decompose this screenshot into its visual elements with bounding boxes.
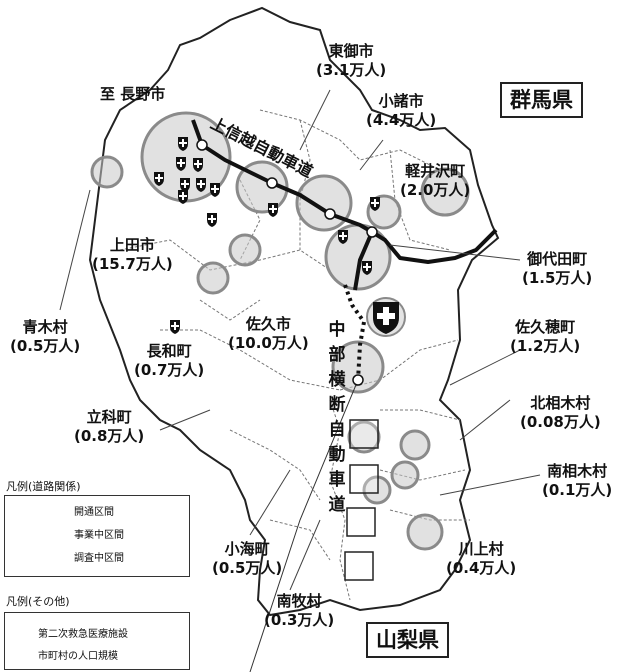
karuizawa-name: 軽井沢町 bbox=[405, 162, 466, 180]
koumi-pop: (0.5万人) bbox=[212, 559, 283, 577]
saku-label: 佐久市(10.0万人) bbox=[228, 315, 309, 353]
nagawa-label: 長和町(0.7万人) bbox=[134, 342, 204, 380]
other-legend-population: 市町村の人口規模 bbox=[38, 651, 118, 662]
hospital-icons bbox=[154, 137, 406, 337]
tateshina-label: 立科町(0.8万人) bbox=[74, 408, 144, 446]
label-leader-lines bbox=[59, 89, 541, 591]
koumi-label: 小海町(0.5万人) bbox=[212, 540, 282, 578]
sakuho-label: 佐久穂町(1.2万人) bbox=[510, 318, 580, 356]
chubu-odan-construction-section bbox=[343, 284, 367, 381]
saku-pop: (10.0万人) bbox=[228, 334, 309, 352]
road-legend-survey: 調査中区間 bbox=[74, 553, 124, 564]
direction-label: 至 長野市 bbox=[100, 85, 166, 103]
aoki-pop: (0.5万人) bbox=[10, 337, 81, 355]
chubu-odan-expressway-label: 中部横断自動車道 bbox=[328, 320, 346, 515]
ueda-name: 上田市 bbox=[109, 236, 155, 254]
saku-name: 佐久市 bbox=[245, 315, 291, 333]
tateshina-pop: (0.8万人) bbox=[74, 427, 145, 445]
kitaaiki-label: 北相木村(0.08万人) bbox=[520, 394, 601, 432]
kawakami-name: 川上村 bbox=[458, 540, 504, 558]
sakuho-name: 佐久穂町 bbox=[515, 318, 576, 336]
road-legend-open: 開通区間 bbox=[74, 507, 114, 518]
miyota-name: 御代田町 bbox=[527, 250, 588, 268]
minamimaki-label: 南牧村(0.3万人) bbox=[264, 592, 334, 630]
nagawa-name: 長和町 bbox=[146, 342, 192, 360]
komoro-pop: (4.4万人) bbox=[366, 111, 437, 129]
minamiaiki-name: 南相木村 bbox=[547, 462, 608, 480]
interchanges bbox=[196, 139, 378, 386]
road-legend-box bbox=[4, 495, 190, 577]
kitaaiki-pop: (0.08万人) bbox=[520, 413, 601, 431]
minamiaiki-pop: (0.1万人) bbox=[542, 481, 613, 499]
aoki-name: 青木村 bbox=[22, 318, 68, 336]
kitaaiki-name: 北相木村 bbox=[530, 394, 591, 412]
miyota-pop: (1.5万人) bbox=[522, 269, 593, 287]
minamiaiki-label: 南相木村(0.1万人) bbox=[542, 462, 612, 500]
sakuho-pop: (1.2万人) bbox=[510, 337, 581, 355]
aoki-label: 青木村(0.5万人) bbox=[10, 318, 80, 356]
kawakami-pop: (0.4万人) bbox=[446, 559, 517, 577]
gunma-label: 群馬県 bbox=[500, 82, 583, 118]
komoro-name: 小諸市 bbox=[378, 92, 424, 110]
ueda-pop: (15.7万人) bbox=[92, 255, 173, 273]
other-legend-title: 凡例(その他) bbox=[6, 595, 70, 608]
other-legend-box bbox=[4, 612, 190, 670]
road-legend-construction: 事業中区間 bbox=[74, 530, 124, 541]
other-legend-hospital: 第二次救急医療施設 bbox=[38, 629, 128, 640]
nagawa-pop: (0.7万人) bbox=[134, 361, 205, 379]
karuizawa-pop: (2.0万人) bbox=[400, 181, 471, 199]
road-legend-title: 凡例(道路関係) bbox=[6, 480, 81, 493]
minamimaki-pop: (0.3万人) bbox=[264, 611, 335, 629]
miyota-label: 御代田町(1.5万人) bbox=[522, 250, 592, 288]
koumi-name: 小海町 bbox=[224, 540, 270, 558]
karuizawa-label: 軽井沢町(2.0万人) bbox=[400, 162, 470, 200]
chubu-odan-open-section bbox=[353, 231, 374, 291]
komoro-label: 小諸市(4.4万人) bbox=[366, 92, 436, 130]
tateshina-name: 立科町 bbox=[86, 408, 132, 426]
tomi-pop: (3.1万人) bbox=[316, 61, 387, 79]
tomi-name: 東御市 bbox=[328, 42, 374, 60]
ueda-label: 上田市(15.7万人) bbox=[92, 236, 173, 274]
tomi-label: 東御市(3.1万人) bbox=[316, 42, 386, 80]
yamanashi-label: 山梨県 bbox=[366, 622, 449, 658]
kawakami-label: 川上村(0.4万人) bbox=[446, 540, 516, 578]
minamimaki-name: 南牧村 bbox=[276, 592, 322, 610]
chubu-odan-leader-line bbox=[249, 379, 359, 672]
survey-section-boxes bbox=[344, 419, 379, 581]
